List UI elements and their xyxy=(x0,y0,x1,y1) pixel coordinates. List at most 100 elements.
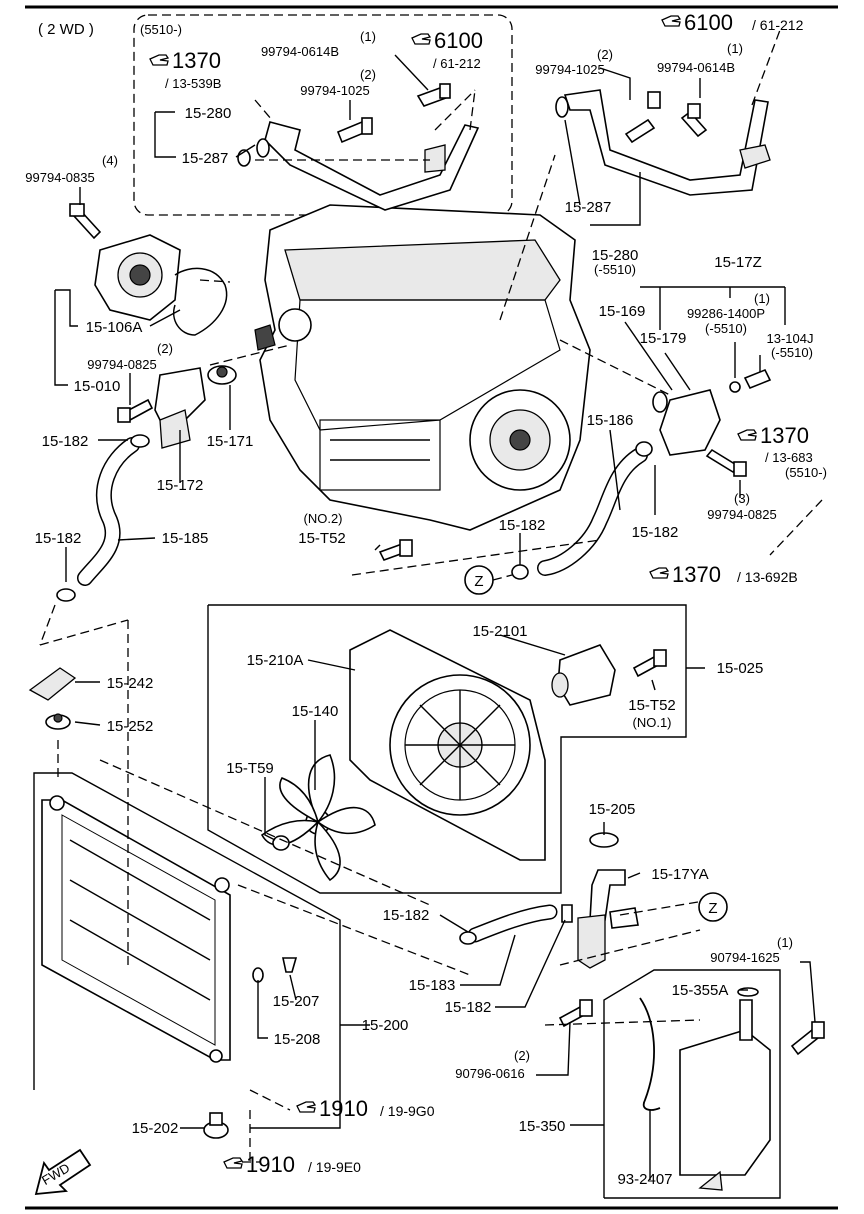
callout-15-t52: 15-T52 xyxy=(298,530,346,547)
callout-15-355a: 15-355A xyxy=(672,982,729,999)
callout-15-205: 15-205 xyxy=(589,801,636,818)
ref-main: 1370 xyxy=(672,562,721,587)
callout-15-182: 15-182 xyxy=(42,433,89,450)
ref-sub: / 13-539B xyxy=(165,76,221,91)
water-pump xyxy=(94,234,228,336)
hose-lower xyxy=(469,906,556,941)
callout-90794-1625: 90794-1625 xyxy=(710,950,779,965)
section-references: 1370 / 13-539B 6100 / 61-212 6100 / 61-2… xyxy=(149,10,827,1177)
callout-15-200: 15-200 xyxy=(362,1017,409,1034)
hose-left xyxy=(78,438,139,585)
callout-15-t52: 15-T52 xyxy=(628,697,676,714)
guide-lines xyxy=(39,29,823,1165)
fwd-arrow: FWD xyxy=(34,1148,92,1196)
callout-99794-0614b: 99794-0614B xyxy=(657,60,735,75)
callout-15-169: 15-169 xyxy=(599,303,646,320)
callout-99794-0825: 99794-0825 xyxy=(87,357,156,372)
inset-box xyxy=(133,14,513,216)
callout-qty: (3) xyxy=(734,491,750,506)
connector-z-left: Z xyxy=(464,565,513,595)
callout-15-179: 15-179 xyxy=(640,330,687,347)
callout-15-010: 15-010 xyxy=(74,378,121,395)
callout-qty: (1) xyxy=(754,291,770,306)
callout-15-17z: 15-17Z xyxy=(714,254,762,271)
filler-neck xyxy=(577,832,639,969)
connector-z-label: Z xyxy=(474,573,483,590)
callout-qty: (1) xyxy=(727,41,743,56)
callout-15-182: 15-182 xyxy=(35,530,82,547)
callout-15-202: 15-202 xyxy=(132,1120,179,1137)
callout-15-17ya: 15-17YA xyxy=(651,866,708,883)
callout-15-2101: 15-2101 xyxy=(472,623,527,640)
callout-qty: (1) xyxy=(360,29,376,44)
callout-99794-0835: 99794-0835 xyxy=(25,170,94,185)
ref-sub: / 19-9G0 xyxy=(380,1103,435,1119)
callout-15-208: 15-208 xyxy=(274,1031,321,1048)
variant-label: ( 2 WD ) xyxy=(38,21,94,38)
callout-99794-1025: 99794-1025 xyxy=(535,62,604,77)
callout-99794-1025: 99794-1025 xyxy=(300,83,369,98)
callout-15-280: 15-280 xyxy=(592,247,639,264)
leader-lines xyxy=(54,54,816,1180)
ref-note: (5510-) xyxy=(785,465,827,480)
fan-blade xyxy=(260,754,376,882)
hose-right xyxy=(538,448,647,575)
connector-z-label: Z xyxy=(708,900,717,917)
water-pipe-right xyxy=(555,89,771,196)
sub-variant-label: (5510-) xyxy=(140,22,182,37)
part-callouts: (1) 99794-0614B (2) 99794-1025 15-280 15… xyxy=(25,29,813,1188)
reservoir-box xyxy=(603,969,781,1199)
ref-main: 1370 xyxy=(760,423,809,448)
callout-99286-1400p: 99286-1400P xyxy=(687,306,765,321)
ref-main: 1910 xyxy=(246,1152,295,1177)
callout-15-242: 15-242 xyxy=(107,675,154,692)
ref-main: 1910 xyxy=(319,1096,368,1121)
ref-sub: / 13-692B xyxy=(737,569,798,585)
callout-note: (-5510) xyxy=(705,321,747,336)
callout-99794-0614b: 99794-0614B xyxy=(261,44,339,59)
callout-15-106a: 15-106A xyxy=(86,319,143,336)
callout-15-171: 15-171 xyxy=(207,433,254,450)
callout-15-207: 15-207 xyxy=(273,993,320,1010)
ref-main: 1370 xyxy=(172,48,221,73)
callout-15-140: 15-140 xyxy=(292,703,339,720)
callout-93-2407: 93-2407 xyxy=(617,1171,672,1188)
ref-sub: / 61-212 xyxy=(752,17,804,33)
callout-15-185: 15-185 xyxy=(162,530,209,547)
ref-sub: / 19-9E0 xyxy=(308,1159,361,1175)
callout-15-287: 15-287 xyxy=(565,199,612,216)
hose-clamps xyxy=(56,434,653,945)
callout-note: (-5510) xyxy=(771,345,813,360)
fan-shroud xyxy=(349,629,546,861)
callout-15-025: 15-025 xyxy=(717,660,764,677)
callout-qty: (1) xyxy=(777,935,793,950)
fan-motor xyxy=(551,644,616,706)
ref-sub: / 61-212 xyxy=(433,56,481,71)
callout-15-210a: 15-210A xyxy=(247,652,304,669)
callout-15-182: 15-182 xyxy=(632,524,679,541)
water-pipe-inset xyxy=(237,121,480,211)
callout-qty: (4) xyxy=(102,153,118,168)
ref-main: 6100 xyxy=(684,10,733,35)
bolts xyxy=(69,83,825,1056)
callout-15-182: 15-182 xyxy=(383,907,430,924)
reservoir-tank xyxy=(639,987,771,1191)
ref-main: 6100 xyxy=(434,28,483,53)
callout-15-186: 15-186 xyxy=(587,412,634,429)
callout-15-350: 15-350 xyxy=(519,1118,566,1135)
callout-15-182: 15-182 xyxy=(445,999,492,1016)
engine-block xyxy=(254,204,591,531)
callout-note: (-5510) xyxy=(594,262,636,277)
callout-qty: (NO.2) xyxy=(304,511,343,526)
thermostat-housing-left xyxy=(154,365,237,449)
fan-group-box xyxy=(207,604,687,894)
callout-15-183: 15-183 xyxy=(409,977,456,994)
callout-qty: (2) xyxy=(597,47,613,62)
callout-13-104j: 13-104J xyxy=(767,331,814,346)
callout-99794-0825: 99794-0825 xyxy=(707,507,776,522)
connector-z-right: Z xyxy=(698,892,728,922)
callout-15-252: 15-252 xyxy=(107,718,154,735)
callout-15-287: 15-287 xyxy=(182,150,229,167)
thermostat-housing-right xyxy=(652,368,772,456)
